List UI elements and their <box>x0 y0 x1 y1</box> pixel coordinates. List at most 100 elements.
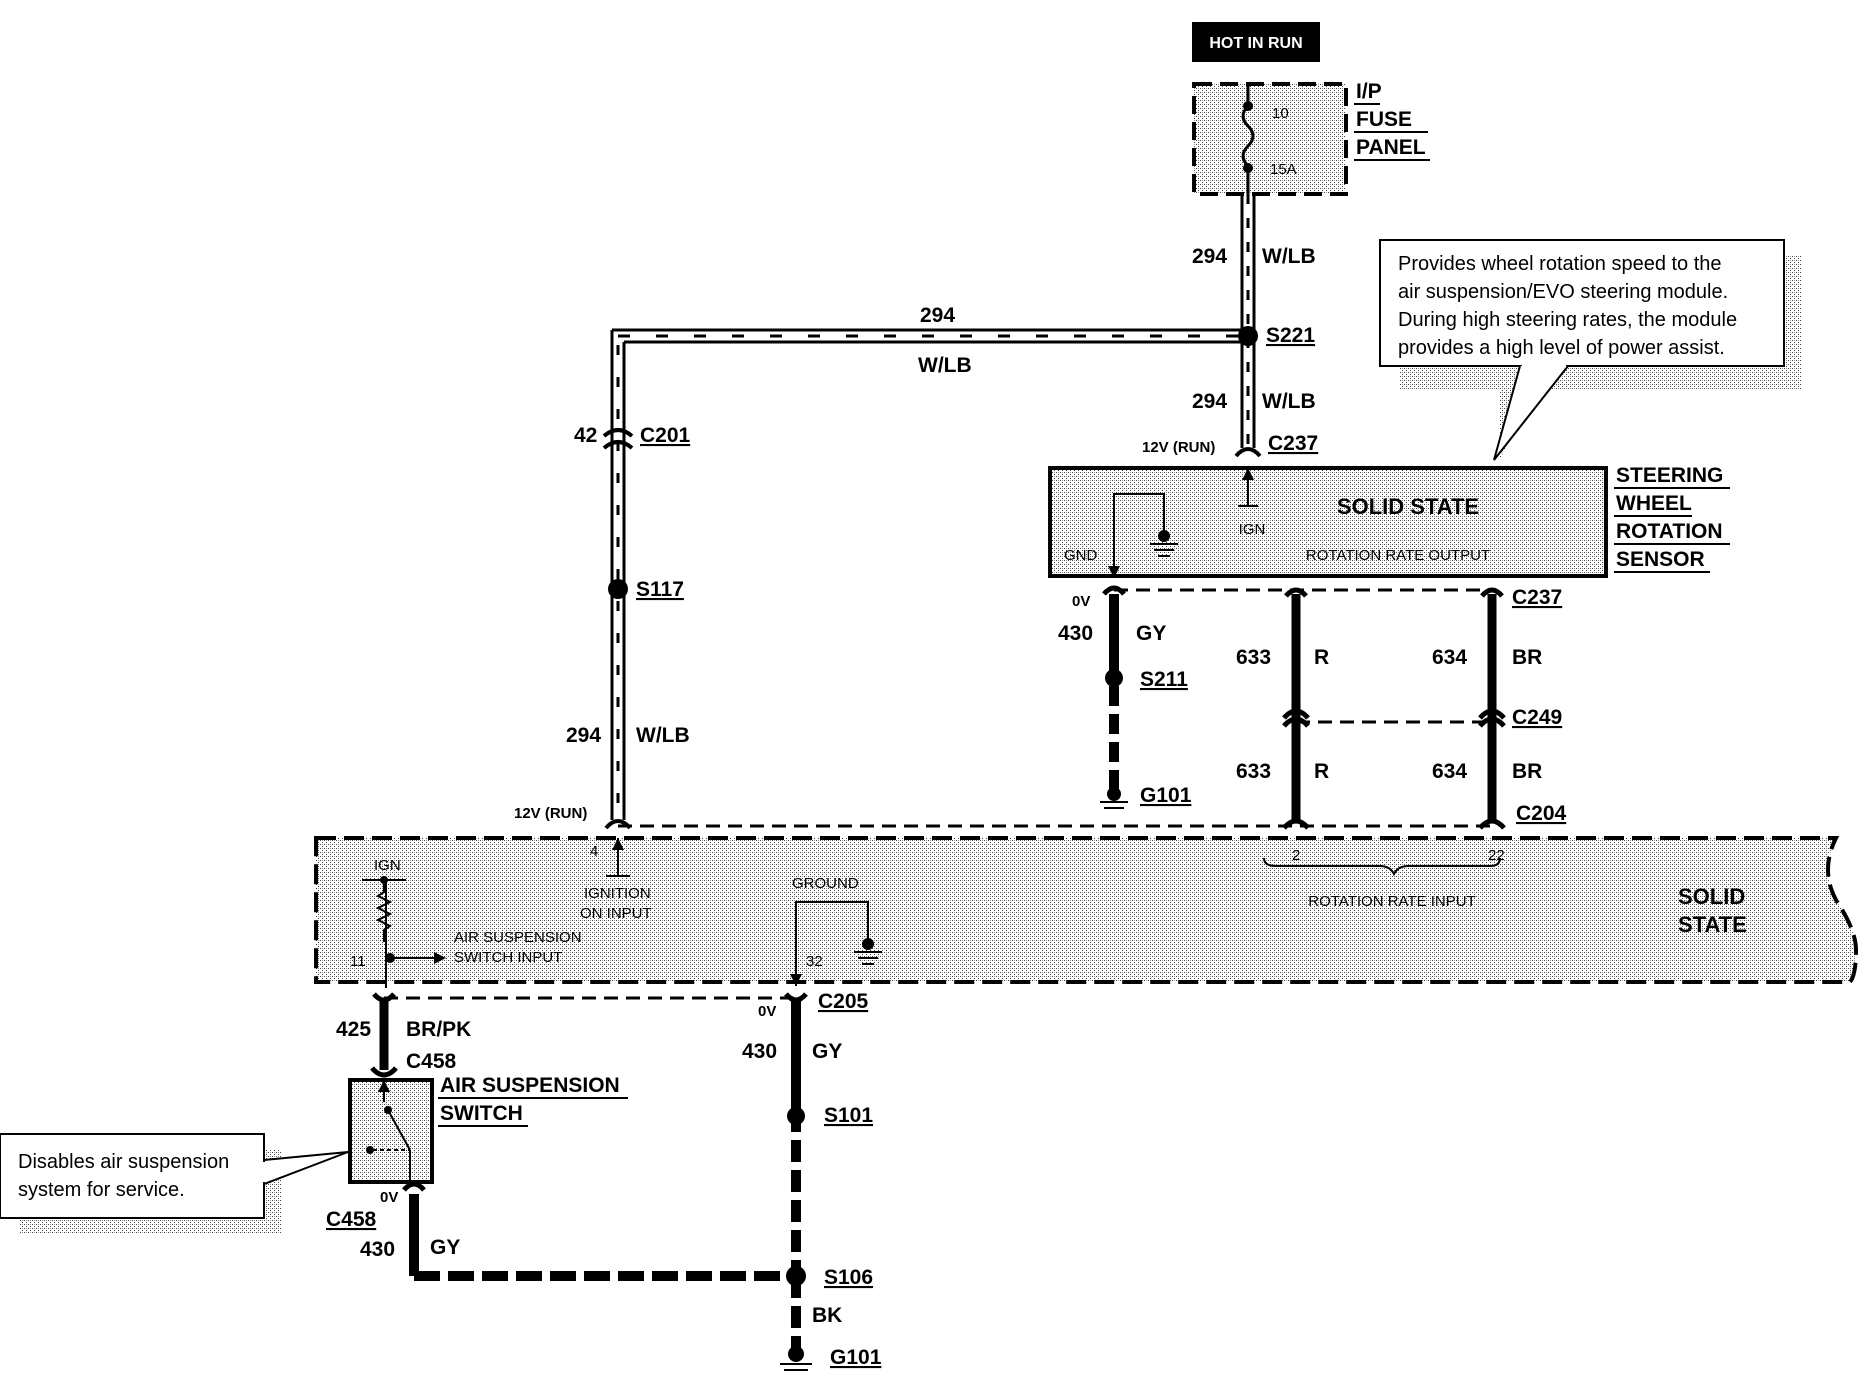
module-ground-label: GROUND <box>792 875 859 892</box>
g101-module-label: G101 <box>830 1346 882 1369</box>
wire-r-label-a: R <box>1314 646 1329 669</box>
voltage-0v-module: 0V <box>758 1003 776 1020</box>
sensor-gnd-label: GND <box>1064 547 1098 564</box>
wire-430-label-module: 430 <box>742 1040 777 1063</box>
fuse-panel-label-1: I/P <box>1356 80 1382 103</box>
c201-label: C201 <box>640 424 691 447</box>
wire-gy-label-sensor: GY <box>1136 622 1166 645</box>
wire-br-label-b: BR <box>1512 760 1542 783</box>
module-ground-icon <box>854 938 882 965</box>
wire-634-label-a: 634 <box>1432 646 1467 669</box>
steering-wheel-rotation-sensor: SOLID STATE IGN GND ROTATION RATE OUTPUT… <box>1048 464 1730 578</box>
c249-label: C249 <box>1512 706 1562 729</box>
s211-label: S211 <box>1140 668 1188 691</box>
g101-sensor-label: G101 <box>1140 784 1192 807</box>
switch-name-2: SWITCH <box>440 1102 523 1125</box>
wire-294-label-left: 294 <box>566 724 601 747</box>
module-pin-2: 2 <box>1292 847 1300 864</box>
s221-label: S221 <box>1266 324 1315 347</box>
wire-wlb-label-top: W/LB <box>918 354 972 377</box>
voltage-12v-sensor: 12V (RUN) <box>1142 439 1215 456</box>
hot-in-run-label: HOT IN RUN <box>1209 35 1302 52</box>
sensor-inner-title: SOLID STATE <box>1337 494 1479 519</box>
ground-g101-sensor-icon <box>1100 787 1128 809</box>
sensor-note-line-1: Provides wheel rotation speed to the <box>1398 253 1722 275</box>
sensor-name-3: ROTATION <box>1616 520 1723 543</box>
wire-294-label-top: 294 <box>920 304 955 327</box>
wire-bk-label: BK <box>812 1304 842 1327</box>
wire-425-label: 425 <box>336 1018 371 1041</box>
switch-input-arrow-icon <box>434 952 446 964</box>
sensor-name-2: WHEEL <box>1616 492 1692 515</box>
fuse-icon <box>1241 104 1255 168</box>
voltage-0v-sensor: 0V <box>1072 593 1090 610</box>
switch-note: Disables air suspension system for servi… <box>0 1133 349 1234</box>
c458-top-label: C458 <box>406 1050 457 1073</box>
module-as-input-2: SWITCH INPUT <box>454 949 562 966</box>
module-pin-22: 22 <box>1488 847 1505 864</box>
module-pin-32: 32 <box>806 953 823 970</box>
module-ign-label: IGN <box>374 857 401 874</box>
voltage-12v-module: 12V (RUN) <box>514 805 587 822</box>
wire-gy-label-module: GY <box>812 1040 842 1063</box>
module-as-input-1: AIR SUSPENSION <box>454 929 582 946</box>
hot-in-run-tag: HOT IN RUN <box>1192 22 1320 62</box>
switch-contact-icon <box>387 1109 411 1151</box>
fuse-rating: 15A <box>1270 161 1297 178</box>
wire-294-left-vertical <box>610 330 626 820</box>
wire-wlb-label-a: W/LB <box>1262 245 1316 268</box>
module-ign-input-2: ON INPUT <box>580 905 652 922</box>
c204-label: C204 <box>1516 802 1567 825</box>
fuse-number: 10 <box>1272 105 1289 122</box>
splice-s117 <box>608 579 628 599</box>
s101-label: S101 <box>824 1104 873 1127</box>
splice-s211 <box>1105 669 1123 687</box>
sensor-ign-label: IGN <box>1239 521 1266 538</box>
switch-name-1: AIR SUSPENSION <box>440 1074 620 1097</box>
air-suspension-switch[interactable]: AIR SUSPENSION SWITCH <box>348 1074 628 1184</box>
wire-wlb-label-b: W/LB <box>1262 390 1316 413</box>
s106-label: S106 <box>824 1266 873 1289</box>
wire-gy-label-switch: GY <box>430 1236 460 1259</box>
c201-connector <box>602 428 634 438</box>
module-name-2: STATE <box>1678 912 1747 937</box>
wire-633-634 <box>1282 587 1506 822</box>
wire-294-label-b: 294 <box>1192 390 1227 413</box>
sensor-note: Provides wheel rotation speed to the air… <box>1379 239 1802 461</box>
wire-430-label-sensor: 430 <box>1058 622 1093 645</box>
wire-294-vertical <box>1240 194 1256 448</box>
wire-wlb-label-left: W/LB <box>636 724 690 747</box>
sensor-output-label: ROTATION RATE OUTPUT <box>1306 547 1490 564</box>
fuse-panel: 10 15A I/P FUSE PANEL <box>1192 80 1430 196</box>
ground-g101-module-icon <box>780 1346 812 1371</box>
wire-633-label-a: 633 <box>1236 646 1271 669</box>
c237-top-connector <box>1234 447 1262 458</box>
sensor-name-1: STEERING <box>1616 464 1723 487</box>
c458-bottom-label: C458 <box>326 1208 377 1231</box>
solid-state-module: SOLID STATE IGN 11 AIR SUSPENSION SWITCH… <box>314 836 1859 988</box>
fuse-panel-label-3: PANEL <box>1356 136 1426 159</box>
module-rate-input-label: ROTATION RATE INPUT <box>1308 893 1476 910</box>
module-ign-input-1: IGNITION <box>584 885 651 902</box>
wire-brpk-label: BR/PK <box>406 1018 471 1041</box>
module-pin-4: 4 <box>590 843 598 860</box>
c237-bottom-label: C237 <box>1512 586 1562 609</box>
switch-note-line-1: Disables air suspension <box>18 1151 229 1173</box>
splice-s101 <box>787 1107 805 1125</box>
sensor-name-4: SENSOR <box>1616 548 1705 571</box>
c237-top-label: C237 <box>1268 432 1318 455</box>
module-name-1: SOLID <box>1678 884 1745 909</box>
wire-294-label-a: 294 <box>1192 245 1227 268</box>
sensor-note-line-3: During high steering rates, the module <box>1398 309 1737 331</box>
wire-r-label-b: R <box>1314 760 1329 783</box>
sensor-ground-icon <box>1150 530 1178 557</box>
wire-294-horizontal <box>612 328 1248 344</box>
switch-note-line-2: system for service. <box>18 1179 185 1201</box>
voltage-0v-switch: 0V <box>380 1189 398 1206</box>
c205-label: C205 <box>818 990 869 1013</box>
sensor-note-line-4: provides a high level of power assist. <box>1398 337 1725 359</box>
wire-42-label: 42 <box>574 424 597 447</box>
fuse-panel-label-2: FUSE <box>1356 108 1412 131</box>
wire-br-label-a: BR <box>1512 646 1542 669</box>
sensor-note-line-2: air suspension/EVO steering module. <box>1398 281 1728 303</box>
